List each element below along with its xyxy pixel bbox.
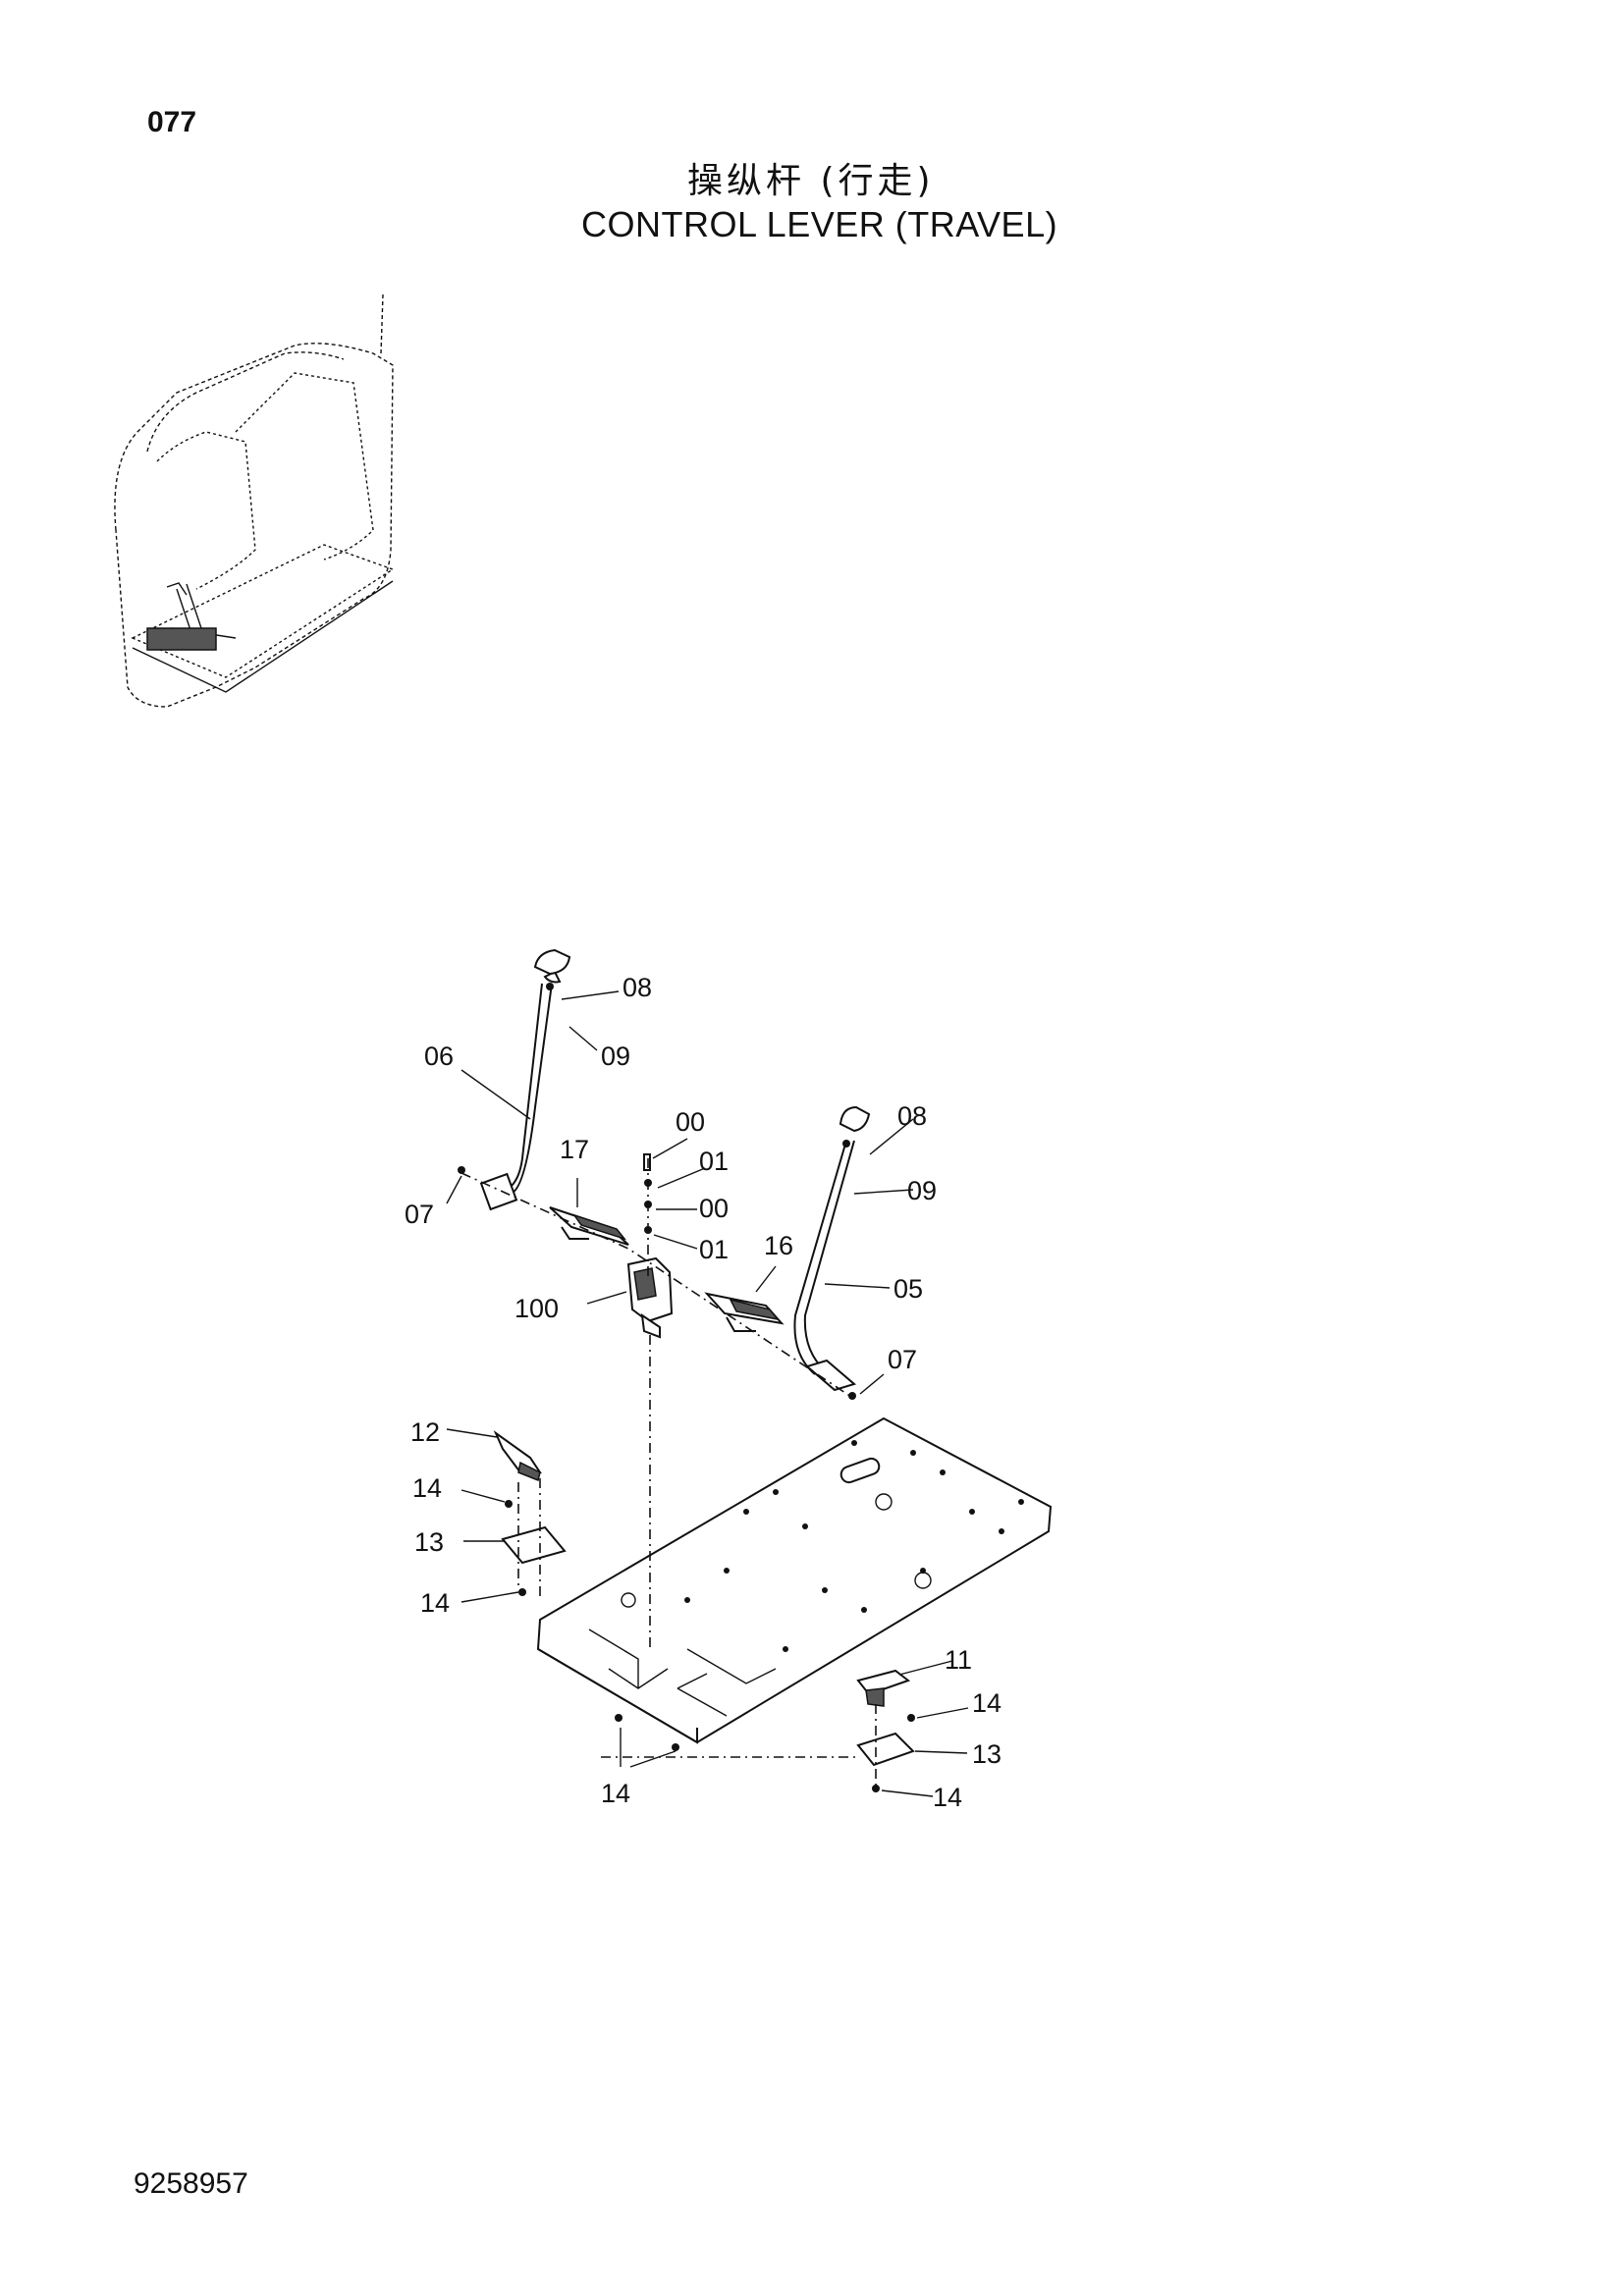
floor-plate (536, 1416, 1053, 1744)
callout-label: 13 (414, 1527, 444, 1557)
callout-label: 08 (897, 1101, 927, 1131)
leader-lines (446, 990, 969, 1797)
callout-label: 14 (972, 1688, 1001, 1718)
callout-label: 14 (420, 1588, 450, 1618)
callout-label: 14 (412, 1473, 442, 1503)
cab-overview-illustration (114, 294, 395, 708)
callout-label: 00 (676, 1107, 705, 1137)
exploded-parts (458, 948, 871, 1649)
callout-label: 01 (699, 1235, 729, 1264)
callout-label: 01 (699, 1147, 729, 1176)
callout-label: 07 (888, 1345, 917, 1374)
callout-label: 100 (514, 1294, 559, 1323)
callout-label: 09 (601, 1041, 630, 1071)
callout-label: 11 (945, 1645, 972, 1675)
document-code: 9258957 (134, 2167, 248, 2200)
callout-label: 13 (972, 1739, 1001, 1769)
callout-label: 07 (405, 1200, 434, 1229)
callout-label: 06 (424, 1041, 454, 1071)
title-chinese: 操纵杆 (行走) (687, 161, 935, 201)
page-number: 077 (147, 106, 197, 138)
callout-label: 08 (623, 973, 652, 1002)
callout-label: 14 (601, 1779, 630, 1808)
callout-label: 05 (893, 1274, 923, 1304)
callout-label: 14 (933, 1783, 962, 1812)
callout-labels: 08 09 06 17 00 01 00 01 07 16 08 09 05 1… (405, 973, 1001, 1812)
callout-label: 00 (699, 1194, 729, 1223)
callout-label: 09 (907, 1176, 937, 1205)
title-english: CONTROL LEVER (TRAVEL) (581, 204, 1058, 244)
callout-label: 16 (764, 1231, 793, 1260)
foot-rests (493, 1430, 915, 1792)
callout-label: 17 (560, 1135, 589, 1164)
callout-label: 12 (410, 1417, 440, 1447)
